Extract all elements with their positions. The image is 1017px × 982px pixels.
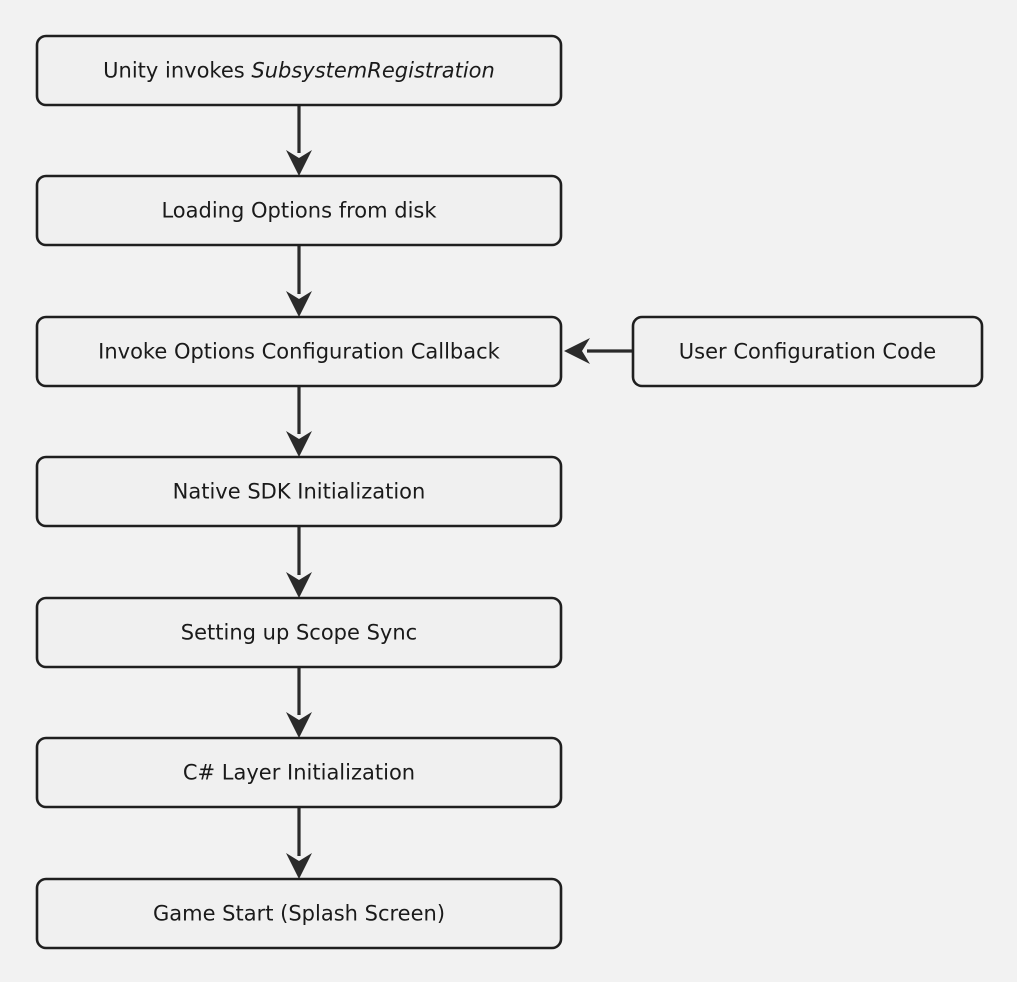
arrowhead-down-icon: [286, 712, 312, 738]
node-box[interactable]: [35, 174, 563, 247]
node-label: Loading Options from disk: [161, 199, 437, 223]
node-box[interactable]: [35, 315, 563, 388]
node-box[interactable]: [35, 455, 563, 528]
edge-n6-n7: [286, 807, 312, 879]
node-label: Setting up Scope Sync: [181, 621, 417, 645]
edge-n8-n3: [564, 338, 633, 364]
node-label: Invoke Options Configuration Callback: [98, 340, 501, 364]
node-csharp-layer-initialization[interactable]: C# Layer Initialization: [35, 736, 563, 809]
node-label: Unity invokes SubsystemRegistration: [103, 59, 495, 83]
arrowhead-down-icon: [286, 291, 312, 317]
node-user-configuration-code[interactable]: User Configuration Code: [631, 315, 984, 388]
node-label: Game Start (Splash Screen): [153, 902, 445, 926]
arrowhead-down-icon: [286, 572, 312, 598]
edge-n3-n4: [286, 386, 312, 457]
node-invoke-options-configuration-callback[interactable]: Invoke Options Configuration Callback: [35, 315, 563, 388]
node-native-sdk-initialization[interactable]: Native SDK Initialization: [35, 455, 563, 528]
node-box[interactable]: [631, 315, 984, 388]
node-game-start-splash-screen[interactable]: Game Start (Splash Screen): [35, 877, 563, 950]
node-box[interactable]: [35, 596, 563, 669]
edge-n2-n3: [286, 245, 312, 317]
node-box[interactable]: [35, 736, 563, 809]
edge-n5-n6: [286, 667, 312, 738]
node-setting-up-scope-sync[interactable]: Setting up Scope Sync: [35, 596, 563, 669]
edge-group: [286, 105, 633, 879]
node-label: User Configuration Code: [679, 340, 936, 364]
edge-n1-n2: [286, 105, 312, 176]
node-loading-options-from-disk[interactable]: Loading Options from disk: [35, 174, 563, 247]
arrowhead-left-icon: [564, 338, 590, 364]
node-unity-invokes-subsystemregistration[interactable]: Unity invokes SubsystemRegistration: [35, 34, 563, 107]
arrowhead-down-icon: [286, 150, 312, 176]
edge-n4-n5: [286, 526, 312, 598]
node-box[interactable]: [35, 877, 563, 950]
arrowhead-down-icon: [286, 431, 312, 457]
node-group: Unity invokes SubsystemRegistration Load…: [35, 34, 984, 950]
arrowhead-down-icon: [286, 853, 312, 879]
node-box[interactable]: [35, 34, 563, 107]
node-label: Native SDK Initialization: [173, 480, 426, 504]
node-label: C# Layer Initialization: [183, 761, 415, 785]
